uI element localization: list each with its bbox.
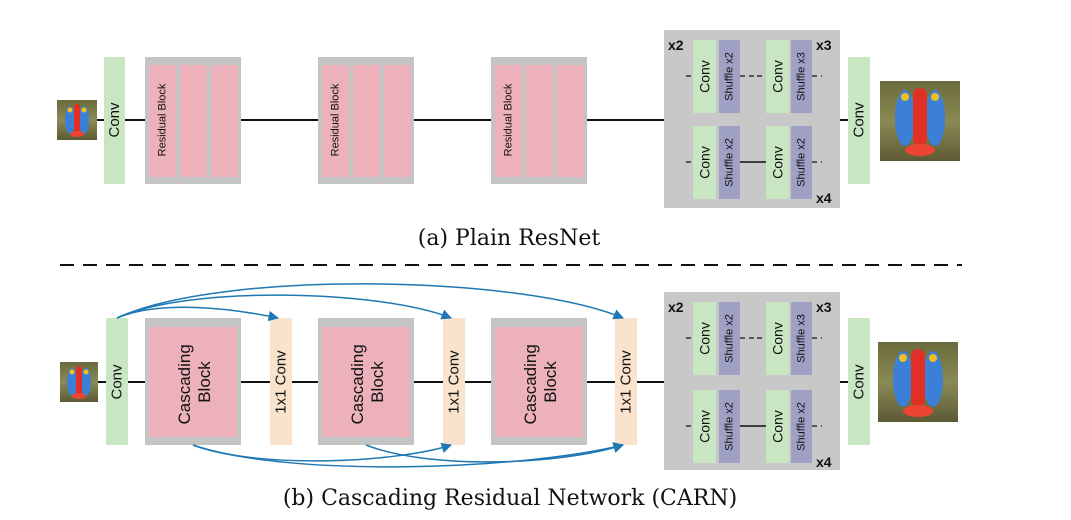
- svg-text:Shuffle x2: Shuffle x2: [796, 402, 808, 451]
- shuffle-x3: [791, 40, 812, 113]
- skip-connections-bottom: [192, 442, 625, 468]
- conv-out-label: Conv: [851, 102, 868, 138]
- upsample-conv: [766, 40, 789, 113]
- svg-text:Cascading Block: Cascading Block: [175, 339, 214, 424]
- svg-text:Shuffle x2: Shuffle x2: [796, 138, 808, 187]
- scale-x3-label: x3: [816, 37, 832, 53]
- shuffle-x2: [719, 40, 740, 113]
- conv-out: [848, 57, 870, 184]
- svg-text:Cascading Block: Cascading Block: [521, 339, 560, 424]
- svg-text:1x1 Conv: 1x1 Conv: [273, 350, 290, 414]
- svg-text:Conv: Conv: [697, 146, 713, 179]
- scale-x3-label: x3: [816, 299, 832, 315]
- carn: Conv Cascading Block Cascading Block Cas…: [60, 283, 958, 470]
- residual-block-label: Residual Block: [503, 83, 515, 156]
- upsample-conv: [693, 390, 716, 463]
- scale-x2-label: x2: [668, 299, 684, 315]
- conv1x1-3: [615, 318, 637, 445]
- svg-text:Conv: Conv: [770, 60, 786, 93]
- svg-text:1x1 Conv: 1x1 Conv: [446, 350, 463, 414]
- residual-block: [149, 65, 176, 177]
- residual-block: [495, 65, 522, 177]
- conv-out-label: Conv: [851, 364, 868, 400]
- shuffle-x2: [791, 126, 812, 199]
- upsample-conv: [693, 126, 716, 199]
- svg-text:Cascading Block: Cascading Block: [348, 339, 387, 424]
- upsample-conv: [766, 302, 789, 375]
- conv-in: [106, 318, 128, 445]
- cascading-block-3: Cascading Block: [491, 318, 587, 445]
- shuffle-x2: [791, 390, 812, 463]
- residual-block: [322, 65, 349, 177]
- upsample-module-b: Conv Shuffle x2 Conv Shuffle x3 Conv Shu…: [664, 292, 840, 470]
- svg-text:Conv: Conv: [697, 60, 713, 93]
- scale-x4-label: x4: [816, 190, 832, 206]
- cascading-block-2: Cascading Block: [318, 318, 414, 445]
- skip-arrow: [365, 442, 625, 463]
- input-image: [60, 362, 98, 402]
- residual-block-label: Residual Block: [330, 83, 342, 156]
- svg-text:Conv: Conv: [770, 410, 786, 443]
- output-image: [878, 342, 958, 422]
- svg-text:Conv: Conv: [770, 146, 786, 179]
- skip-arrow: [116, 283, 624, 320]
- conv-in: [104, 57, 125, 184]
- upsample-conv: [766, 390, 789, 463]
- skip-arrow: [192, 442, 625, 468]
- shuffle-x2: [719, 390, 740, 463]
- residual-block-label: Residual Block: [157, 83, 169, 156]
- svg-text:Shuffle x2: Shuffle x2: [724, 314, 736, 363]
- shuffle-x3: [791, 302, 812, 375]
- residual-group-1: Residual Block: [145, 57, 241, 184]
- upsample-conv: [766, 126, 789, 199]
- upsample-conv: [693, 302, 716, 375]
- cascading-block-label: Cascading: [348, 344, 367, 424]
- cascading-block-1: Cascading Block: [145, 318, 241, 445]
- conv-in-label: Conv: [106, 102, 123, 138]
- skip-arrow: [116, 294, 452, 320]
- svg-text:Conv: Conv: [697, 322, 713, 355]
- scale-x2-label: x2: [668, 37, 684, 53]
- cascading-block-label: Cascading: [175, 344, 194, 424]
- shuffle-x2: [719, 302, 740, 375]
- output-image: [880, 81, 960, 161]
- residual-group-3: Residual Block: [491, 57, 587, 184]
- svg-text:1x1 Conv: 1x1 Conv: [618, 350, 635, 414]
- cascading-block-label: Cascading: [521, 344, 540, 424]
- caption-a: (a) Plain ResNet: [418, 226, 601, 251]
- conv-in-label: Conv: [109, 364, 126, 400]
- skip-connections-top: [116, 283, 624, 322]
- svg-text:Shuffle x3: Shuffle x3: [796, 314, 808, 363]
- conv1x1-1: [270, 318, 292, 445]
- scale-x4-label: x4: [816, 454, 832, 470]
- conv1x1-2: [443, 318, 465, 445]
- upsample-module-a: Conv Shuffle x2 Conv Shuffle x3 Conv Shu…: [664, 30, 840, 208]
- upsample-conv: [693, 40, 716, 113]
- input-image: [57, 100, 97, 140]
- plain-resnet: Conv Residual Block Residual Block Resid…: [57, 30, 960, 208]
- svg-text:Shuffle x2: Shuffle x2: [724, 138, 736, 187]
- svg-text:Shuffle x2: Shuffle x2: [724, 402, 736, 451]
- skip-arrow: [192, 443, 452, 462]
- svg-text:Shuffle x3: Shuffle x3: [796, 52, 808, 101]
- svg-text:Conv: Conv: [770, 322, 786, 355]
- residual-group-2: Residual Block: [318, 57, 414, 184]
- conv-out: [848, 318, 870, 445]
- svg-text:Shuffle x2: Shuffle x2: [724, 52, 736, 101]
- skip-arrow: [116, 306, 280, 322]
- shuffle-x2: [719, 126, 740, 199]
- svg-text:Conv: Conv: [697, 410, 713, 443]
- caption-b: (b) Cascading Residual Network (CARN): [283, 486, 737, 511]
